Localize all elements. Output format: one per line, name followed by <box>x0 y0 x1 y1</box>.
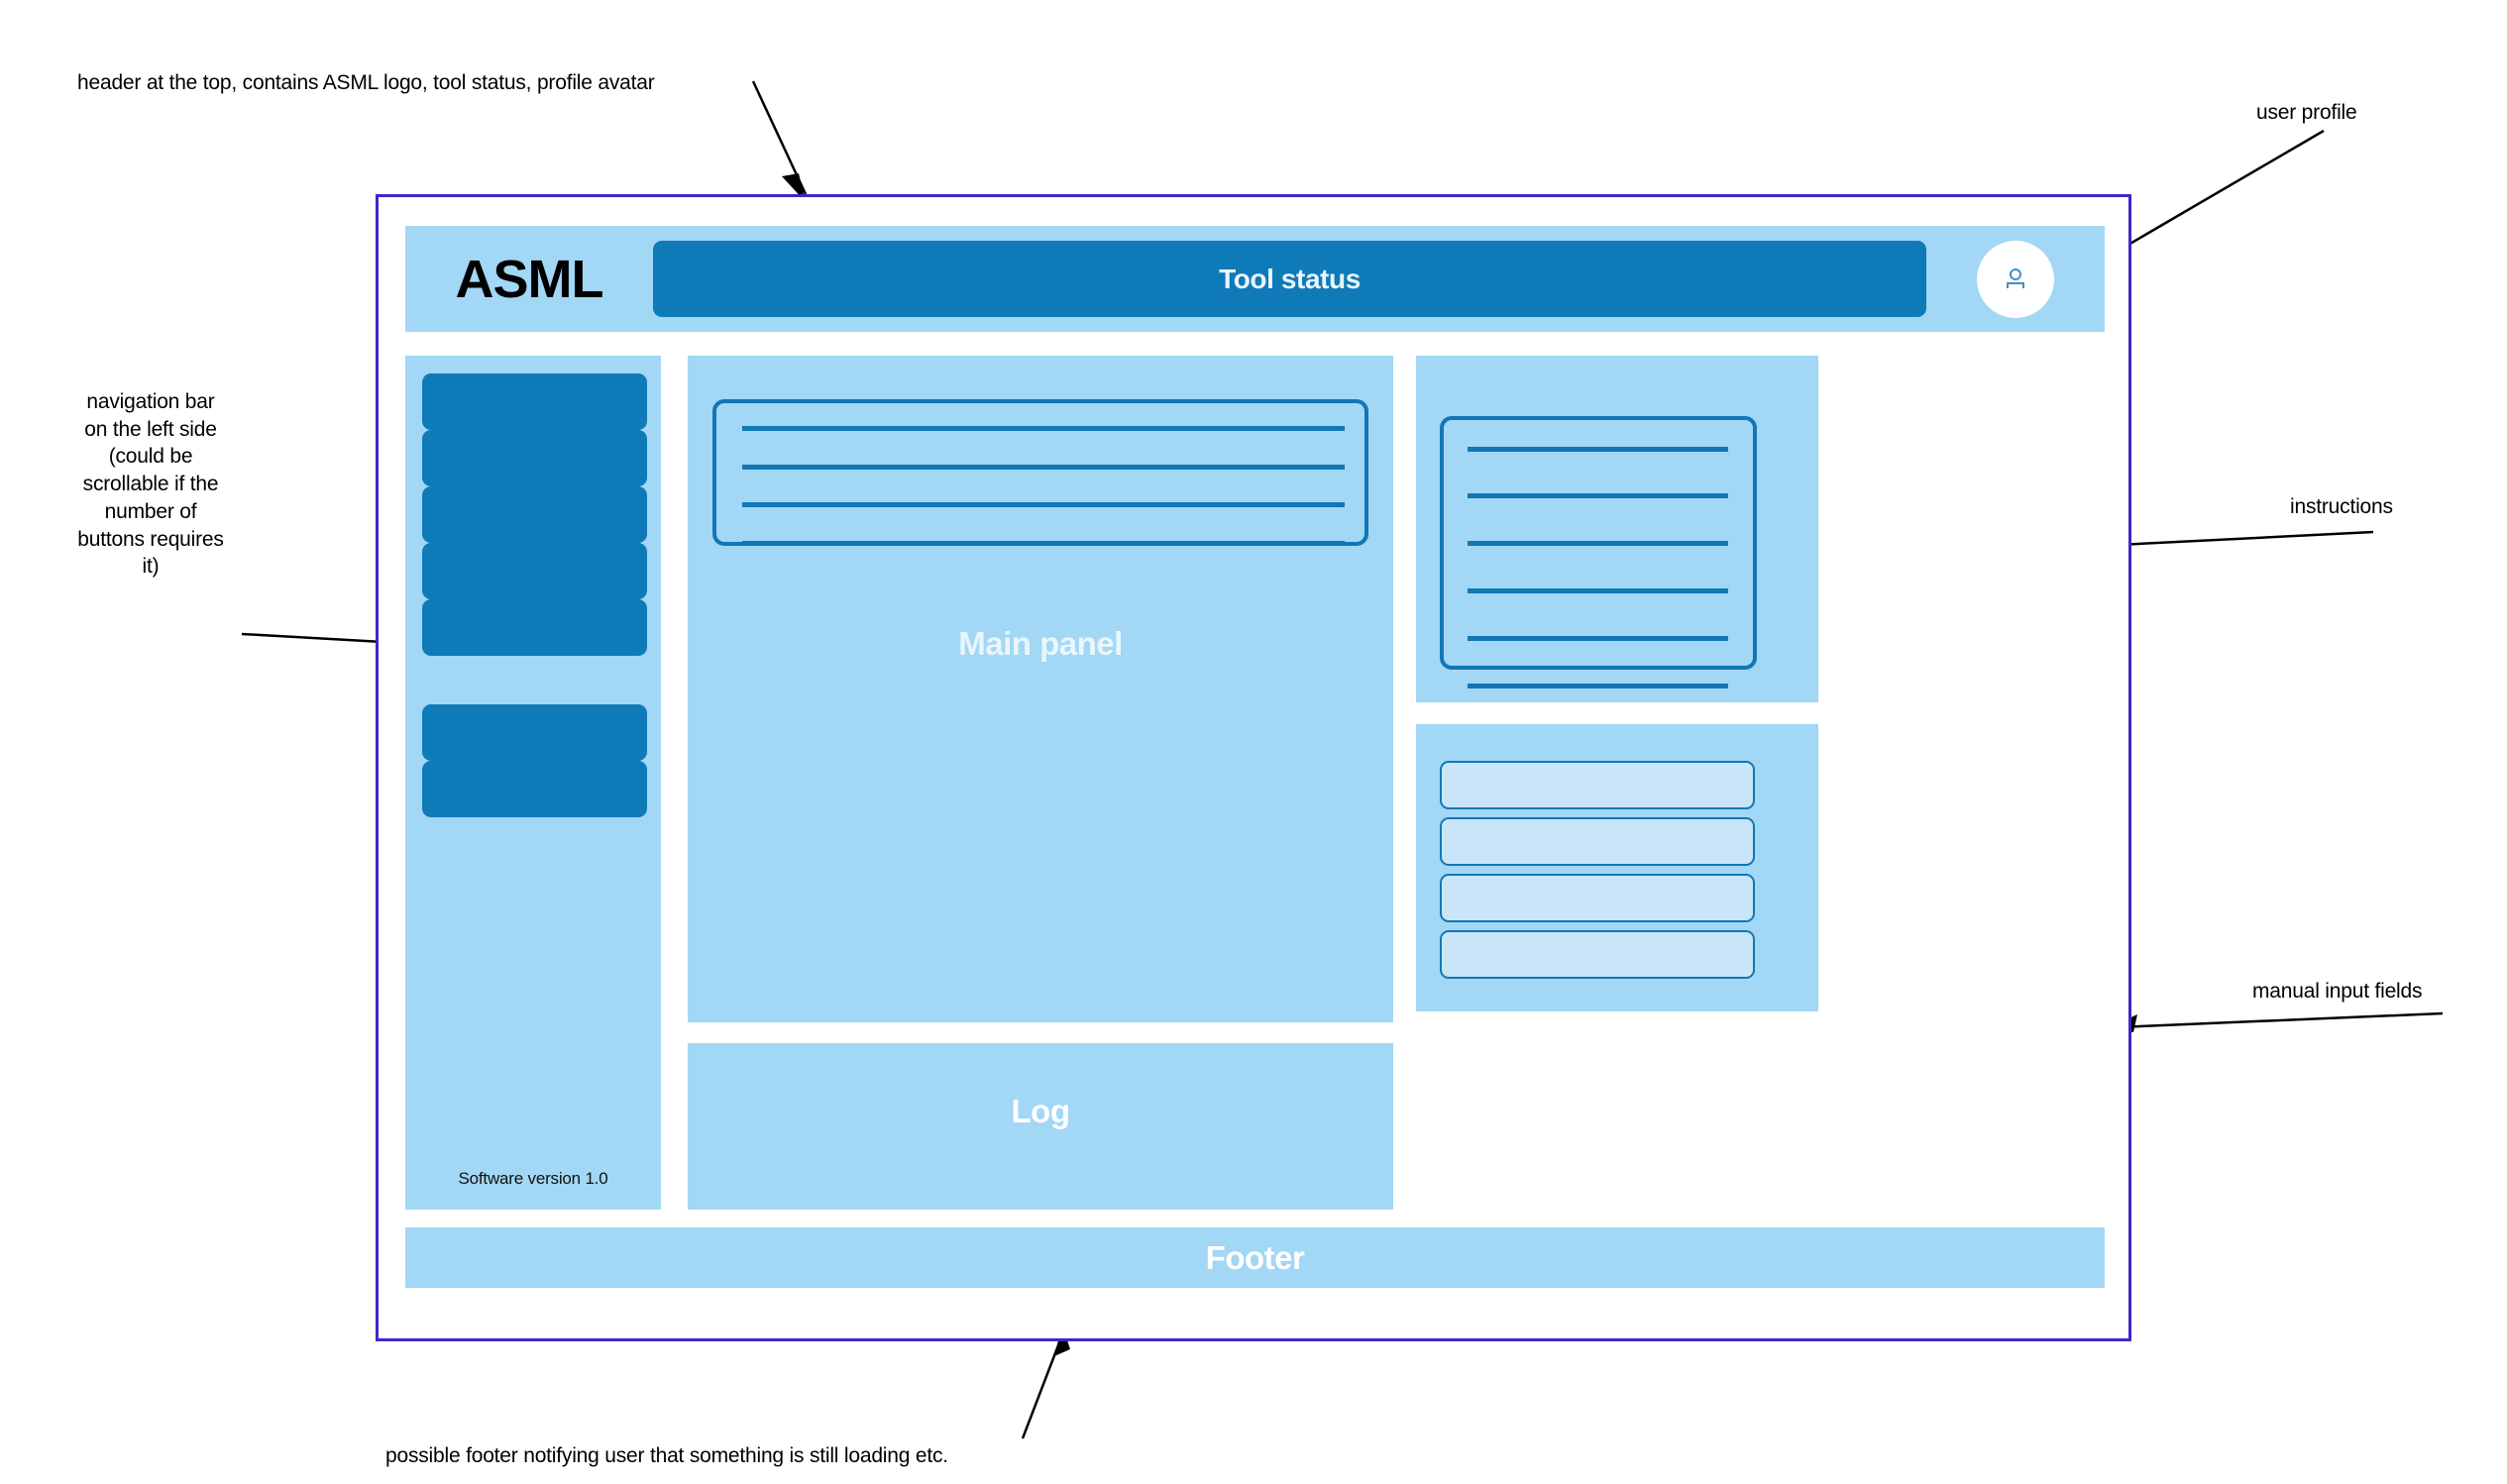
manual-input-fields-panel <box>1416 724 1818 1011</box>
sidebar-item-4[interactable] <box>422 543 647 599</box>
main-panel-card[interactable] <box>712 399 1368 546</box>
avatar[interactable] <box>1977 240 2054 318</box>
manual-input-field-2[interactable] <box>1440 817 1755 866</box>
annotation-manual-input-note: manual input fields <box>2252 980 2423 1003</box>
card-line-3 <box>742 502 1345 507</box>
annotation-instructions-note: instructions <box>2290 495 2393 518</box>
annotation-user-profile-note: user profile <box>2256 101 2357 124</box>
footer-label: Footer <box>1205 1238 1305 1276</box>
app-window-frame: ASML Tool status Software version 1.0 <box>376 194 2131 1341</box>
annotation-navigation-note: navigation bar on the left side (could b… <box>77 390 224 579</box>
instructions-line-2 <box>1468 493 1728 498</box>
annotation-footer-note: possible footer notifying user that some… <box>385 1444 948 1467</box>
instructions-card[interactable] <box>1440 416 1757 689</box>
card-line-2 <box>742 465 1345 470</box>
tool-status-bar[interactable]: Tool status <box>653 241 1926 317</box>
sidebar-item-5[interactable] <box>422 599 647 656</box>
instructions-line-4 <box>1468 588 1728 593</box>
manual-input-field-1[interactable] <box>1440 761 1755 809</box>
sidebar-item-6[interactable] <box>422 704 647 761</box>
app-header: ASML Tool status <box>405 226 2105 332</box>
tool-status-label: Tool status <box>1219 263 1361 294</box>
navigation-sidebar[interactable]: Software version 1.0 <box>405 356 661 1210</box>
instructions-panel <box>1416 356 1818 702</box>
main-panel: Main panel <box>688 356 1393 1022</box>
app-footer: Footer <box>405 1227 2105 1288</box>
instructions-line-3 <box>1468 541 1728 546</box>
user-person-icon <box>2007 267 2024 288</box>
instructions-line-1 <box>1468 447 1728 452</box>
log-panel: Log <box>688 1043 1393 1210</box>
manual-input-field-3[interactable] <box>1440 874 1755 922</box>
instructions-line-5 <box>1468 636 1728 641</box>
sidebar-item-2[interactable] <box>422 430 647 486</box>
software-version-label: Software version 1.0 <box>458 1169 608 1188</box>
sidebar-item-7[interactable] <box>422 761 647 817</box>
asml-logo: ASML <box>455 249 604 309</box>
annotation-header-note: header at the top, contains ASML logo, t… <box>77 71 655 94</box>
manual-input-field-4[interactable] <box>1440 930 1755 979</box>
main-column: Main panel Log <box>688 356 1393 1210</box>
card-line-4 <box>742 541 1345 546</box>
main-panel-label: Main panel <box>958 625 1123 662</box>
sidebar-item-3[interactable] <box>422 486 647 543</box>
avatar-container <box>1926 240 2105 318</box>
right-column <box>1416 356 1818 1210</box>
log-panel-label: Log <box>1011 1093 1070 1129</box>
instructions-line-6 <box>1468 684 1728 689</box>
sidebar-item-1[interactable] <box>422 373 647 430</box>
app-body: Software version 1.0 Main panel Log <box>405 356 2105 1210</box>
card-line-1 <box>742 426 1345 431</box>
